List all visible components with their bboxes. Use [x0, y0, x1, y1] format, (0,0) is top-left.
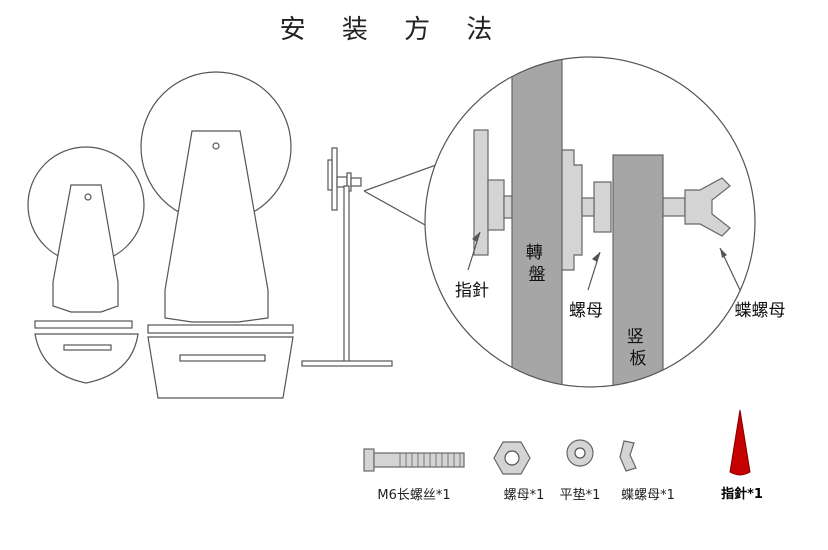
- nut-label: 螺母: [569, 301, 603, 321]
- zoom-middle-nut: [593, 181, 612, 233]
- washer-hole: [574, 447, 586, 459]
- pointer-arrow-head: [472, 232, 480, 242]
- pointer-part-label: 指針*1: [721, 486, 763, 502]
- wing-nut-part-label: 蝶螺母*1: [621, 488, 675, 503]
- wing-nut-arrow-head: [720, 248, 727, 258]
- wing-nut-icon: [619, 440, 637, 472]
- zoom-pointer-nut: [487, 179, 505, 231]
- zoom-turntable: [511, 57, 563, 387]
- wing-nut-label: 蝶螺母: [735, 301, 786, 321]
- washer-label: 平垫*1: [560, 487, 601, 503]
- small-upright-panel: [52, 184, 119, 313]
- wing-nut-part: 蝶螺母*1: [619, 440, 675, 503]
- pointer-part: 指針*1: [721, 409, 763, 502]
- page-title: 安 装 方 法: [280, 15, 507, 45]
- small-stand-assembly: [27, 146, 145, 384]
- bolt-part: M6长螺丝*1: [363, 448, 465, 503]
- vertical-board-label-line1: 竖: [627, 327, 644, 347]
- nut-part-label: 螺母*1: [504, 488, 545, 503]
- large-upright-panel: [164, 130, 269, 323]
- washer-part: 平垫*1: [560, 439, 601, 503]
- small-base: [34, 333, 139, 384]
- side-view-post: [343, 185, 350, 363]
- zoom-detail: [424, 56, 756, 388]
- vertical-board-label-line2: 板: [630, 349, 647, 369]
- parts-list: M6长螺丝*1 螺母*1 平垫*1 蝶螺母*1 指針*1: [363, 409, 763, 503]
- side-view-pointer: [327, 159, 333, 191]
- bolt-shaft-icon: [373, 452, 465, 468]
- bolt-thread-icon: [399, 453, 461, 467]
- zoom-turntable-hub: [561, 149, 583, 271]
- large-panel-hole: [212, 142, 220, 150]
- small-shelf-strip: [34, 320, 133, 329]
- nut-arrow-head: [592, 252, 600, 262]
- turntable-label-line2: 盤: [529, 265, 546, 285]
- small-base-slot: [63, 344, 112, 351]
- pointer-label: 指針: [455, 281, 489, 301]
- side-view-base: [301, 360, 393, 367]
- hex-nut-hole: [504, 450, 520, 466]
- zoom-circle-outline: [424, 56, 756, 388]
- nut-part: 螺母*1: [493, 441, 545, 503]
- small-panel-hole: [84, 193, 92, 201]
- bolt-head-icon: [363, 448, 375, 472]
- large-base-slot: [179, 354, 266, 362]
- large-stand-assembly: [140, 71, 294, 399]
- side-view-dial-edge: [331, 147, 338, 211]
- zoom-vertical-board: [612, 154, 664, 387]
- zoom-bolt-thread: [662, 197, 686, 217]
- large-base: [147, 336, 294, 399]
- turntable-label: 轉 盤: [526, 243, 548, 285]
- large-shelf-strip: [147, 324, 294, 334]
- bolt-label: M6长螺丝*1: [377, 488, 450, 503]
- vertical-board-label: 竖 板: [627, 327, 649, 369]
- side-view-assembly: [301, 147, 393, 367]
- zoom-wing-nut: [684, 177, 731, 237]
- zoom-bolt-end: [503, 195, 513, 219]
- zoom-bolt-shaft: [581, 197, 595, 217]
- turntable-label-line1: 轉: [526, 243, 543, 263]
- red-pointer-icon: [729, 409, 751, 476]
- side-view-wing-nut: [350, 177, 362, 187]
